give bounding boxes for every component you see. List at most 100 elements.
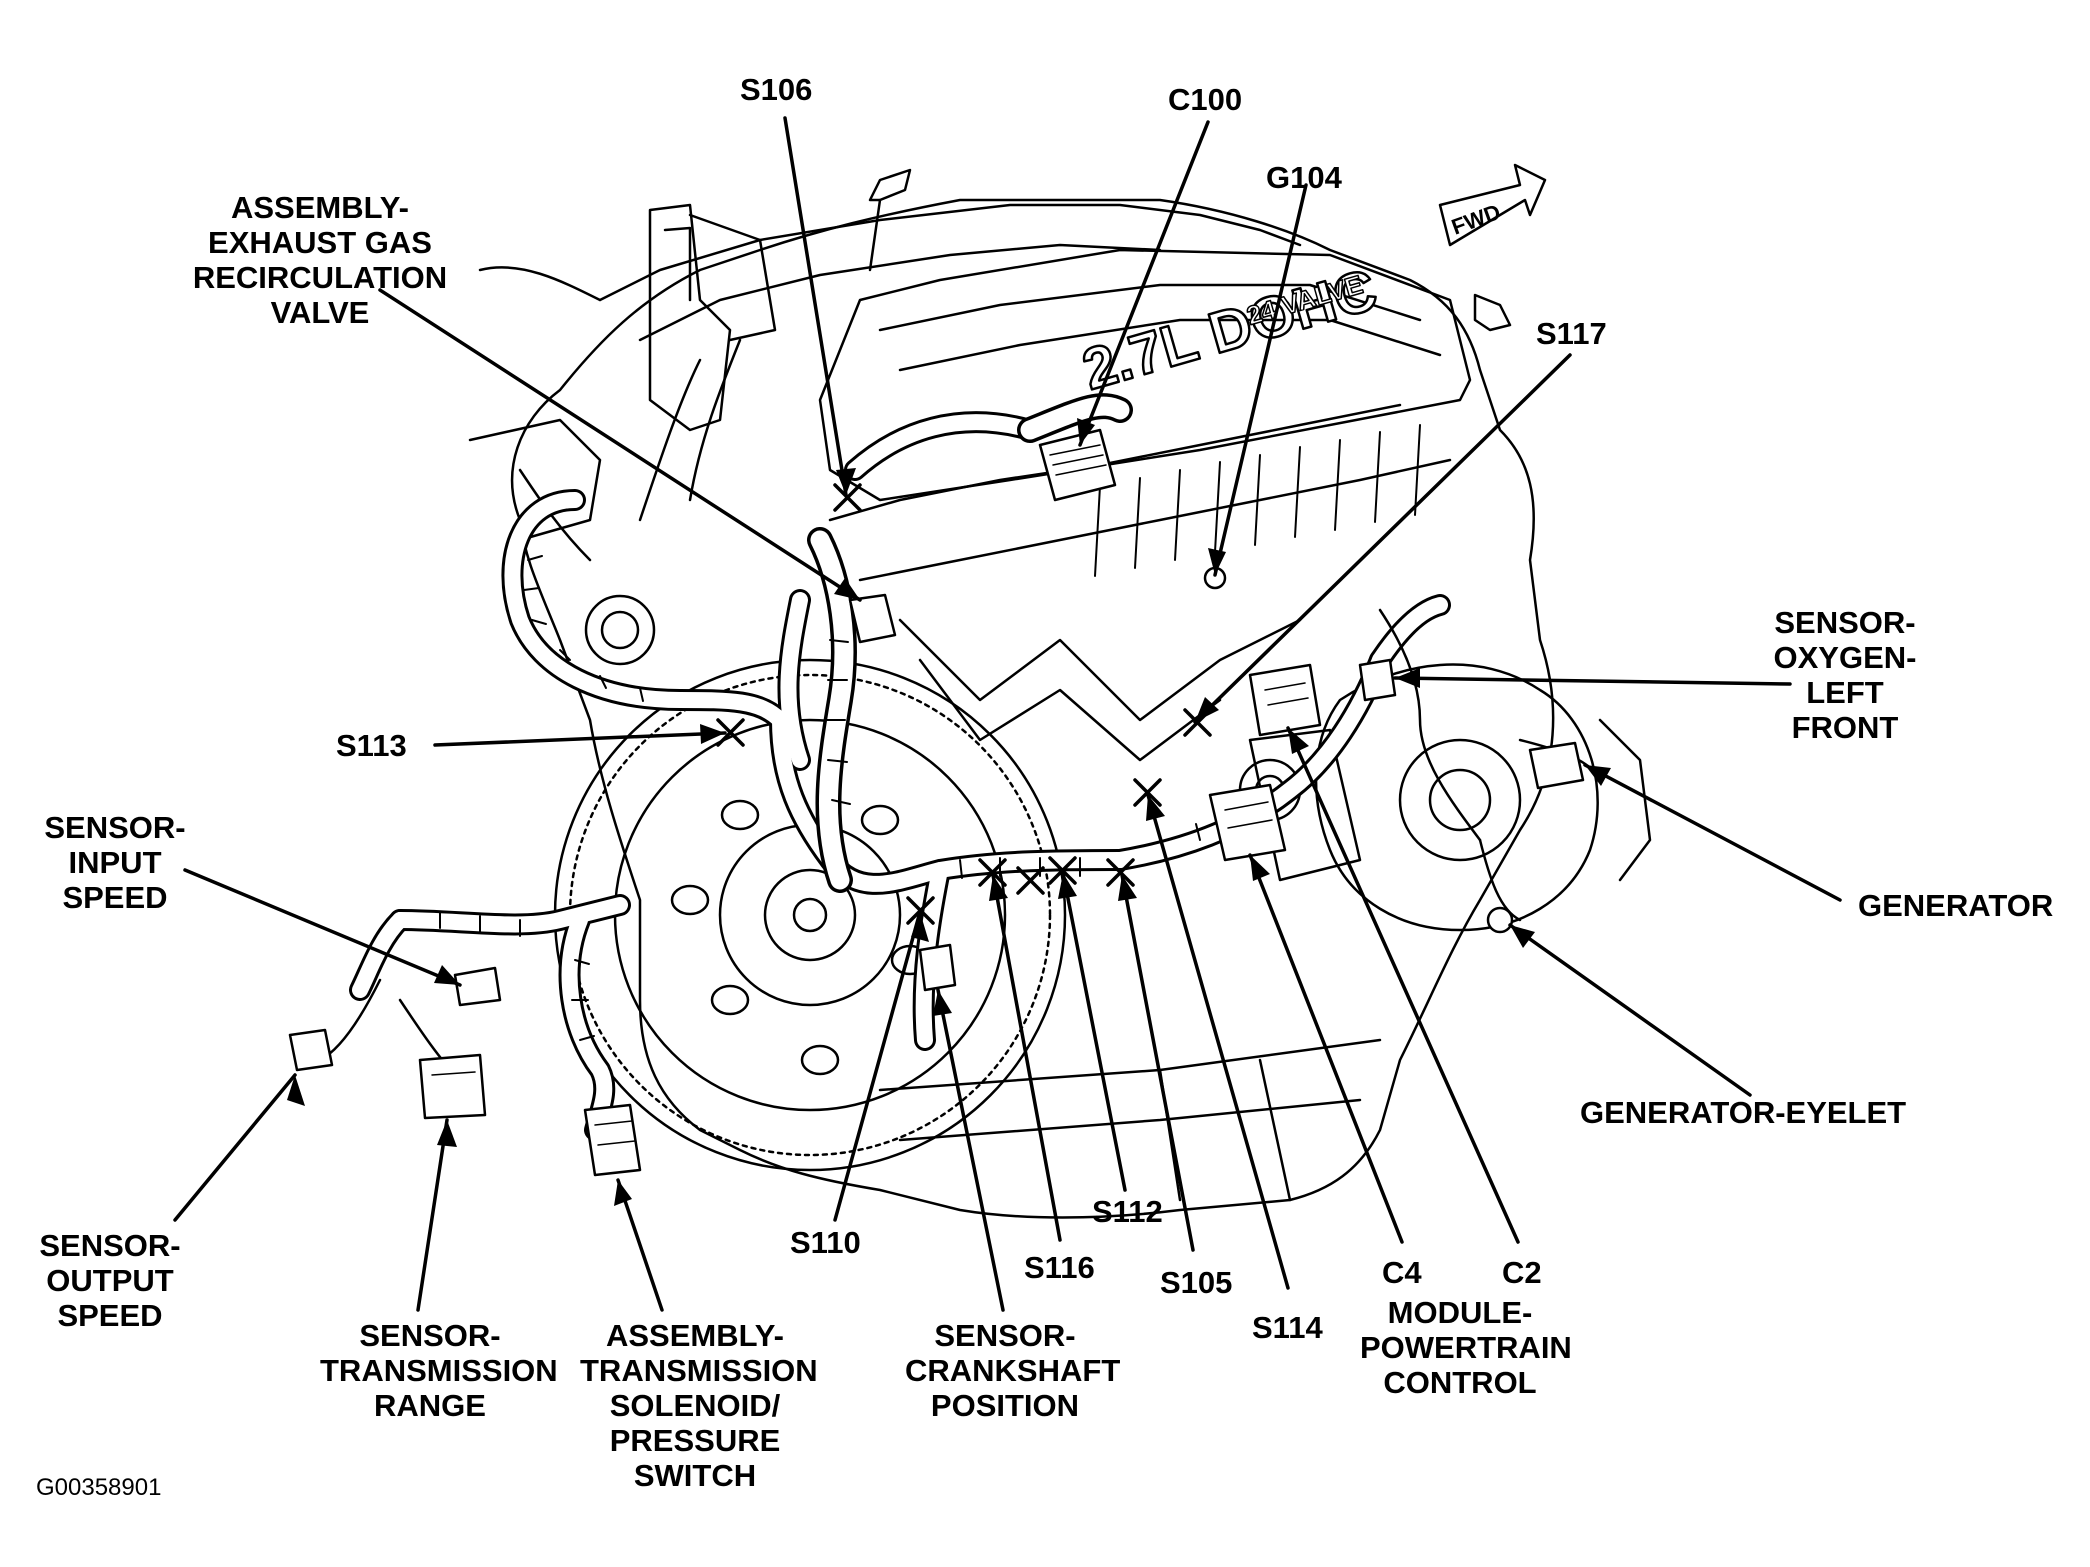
pcm-c4-connector [1208,783,1287,862]
c4-leader [1248,853,1404,1244]
c2-arrowhead [1288,728,1309,754]
c100-arrowhead [1077,418,1095,445]
input-speed-arrowhead [434,965,460,985]
input-speed-leader [183,868,462,987]
label-egr-line-3: RECIRCULATION [192,260,448,295]
label-trans-range-line-1: SENSOR- [359,1318,501,1353]
trans-range-arrowhead [437,1120,457,1147]
c4-arrowhead [1250,855,1270,881]
o2-arrowhead [1395,668,1420,688]
label-egr-line-4: VALVE [270,295,370,330]
label-solenoid-line-3: SOLENOID/ [609,1388,781,1423]
s116b-mark [1016,866,1045,895]
s114-arrowhead [1146,795,1165,821]
crank-sensor-connector [918,943,957,992]
label-pcm-line-3: CONTROL [1383,1365,1537,1400]
arrowheads [287,418,1611,1206]
label-o2-line-4: FRONT [1791,710,1899,745]
label-c2: C2 [1502,1255,1542,1290]
label-input-speed-sensor: SENSOR- INPUT SPEED [30,810,200,915]
label-crank-line-3: POSITION [930,1388,1080,1423]
label-crank-line-1: SENSOR- [934,1318,1076,1353]
label-input-speed-line-1: SENSOR- [44,810,186,845]
s117-leader [1193,353,1572,724]
s105-arrowhead [1118,875,1137,901]
solenoid-connector [583,1103,642,1177]
label-g104: G104 [1266,160,1342,195]
s113-arrowhead [700,724,725,744]
c2-leader [1286,726,1520,1244]
o2-connector [1358,658,1397,702]
label-solenoid-line-1: ASSEMBLY- [605,1318,784,1353]
label-s117: S117 [1536,316,1607,351]
label-egr-line-2: EXHAUST GAS [208,225,432,260]
g104-leader [1213,183,1308,577]
generator-arrowhead [1585,765,1611,786]
s116-mark [978,858,1007,887]
label-s105: S105 [1160,1265,1233,1300]
fwd-arrow: FWD [1438,163,1547,247]
label-output-speed-sensor: SENSOR- OUTPUT SPEED [30,1228,190,1333]
crank-leader [936,988,1005,1312]
trans-range-leader [416,1118,449,1312]
s114-mark [1133,778,1162,807]
label-generator: GENERATOR [1858,888,2054,923]
label-transmission-range-sensor: SENSOR- TRANSMISSION RANGE [320,1318,558,1423]
s106-mark [833,483,862,512]
label-o2-line-3: LEFT [1806,675,1884,710]
solenoid-arrowhead [614,1180,632,1206]
output-speed-connector [288,1028,334,1072]
label-s110: S110 [790,1225,861,1260]
crank-arrowhead [933,990,952,1016]
label-output-speed-line-2: OUTPUT [46,1263,174,1298]
label-s112: S112 [1092,1194,1163,1229]
o2-leader [1393,676,1792,686]
generator-eyelet-leader [1508,923,1752,1097]
label-s113: S113 [336,728,407,763]
label-s114: S114 [1252,1310,1323,1345]
leader-lines [173,116,1842,1312]
s105-mark [1106,858,1135,887]
figure-code: G00358901 [36,1474,162,1501]
label-o2-line-1: SENSOR- [1774,605,1916,640]
label-s106: S106 [740,72,813,107]
s113-leader [433,731,727,747]
label-egr-valve: ASSEMBLY- EXHAUST GAS RECIRCULATION VALV… [180,190,460,330]
label-pcm-line-2: POWERTRAIN [1360,1330,1572,1365]
label-output-speed-line-3: SPEED [57,1298,163,1333]
s110-arrowhead [911,912,929,942]
splice-marks [716,483,1212,925]
label-c100: C100 [1168,82,1243,117]
label-input-speed-line-2: INPUT [68,845,162,880]
s117-arrowhead [1195,697,1219,722]
label-crank-line-2: CRANKSHAFT [905,1353,1121,1388]
generator-connector [1528,741,1585,790]
s113-mark [716,718,745,747]
output-speed-arrowhead [287,1075,305,1106]
solenoid-leader [616,1178,664,1312]
wiring-harness [318,266,1602,1141]
label-solenoid-line-4: PRESSURE [609,1423,781,1458]
generator-leader [1583,763,1842,902]
egr-leader [378,288,862,602]
label-oxygen-sensor: SENSOR- OXYGEN- LEFT FRONT [1760,605,1930,745]
label-o2-line-2: OXYGEN- [1773,640,1917,675]
generator-eyelet-arrowhead [1510,925,1535,948]
label-solenoid-line-2: TRANSMISSION [580,1353,818,1388]
connectors [288,428,1585,1177]
s110-leader [833,910,922,1222]
label-input-speed-line-3: SPEED [62,880,168,915]
label-trans-range-line-2: TRANSMISSION [320,1353,558,1388]
label-s116: S116 [1024,1250,1095,1285]
trans-range-connector [418,1053,487,1120]
label-crankshaft-sensor: SENSOR- CRANKSHAFT POSITION [905,1318,1121,1423]
s112-leader [1061,871,1127,1192]
s114-leader [1146,793,1290,1290]
label-pcm-line-1: MODULE- [1387,1295,1533,1330]
output-speed-leader [173,1073,297,1222]
pcm-c2-connector [1248,663,1322,737]
s106-leader [783,116,848,497]
label-generator-eyelet: GENERATOR-EYELET [1580,1095,1907,1130]
